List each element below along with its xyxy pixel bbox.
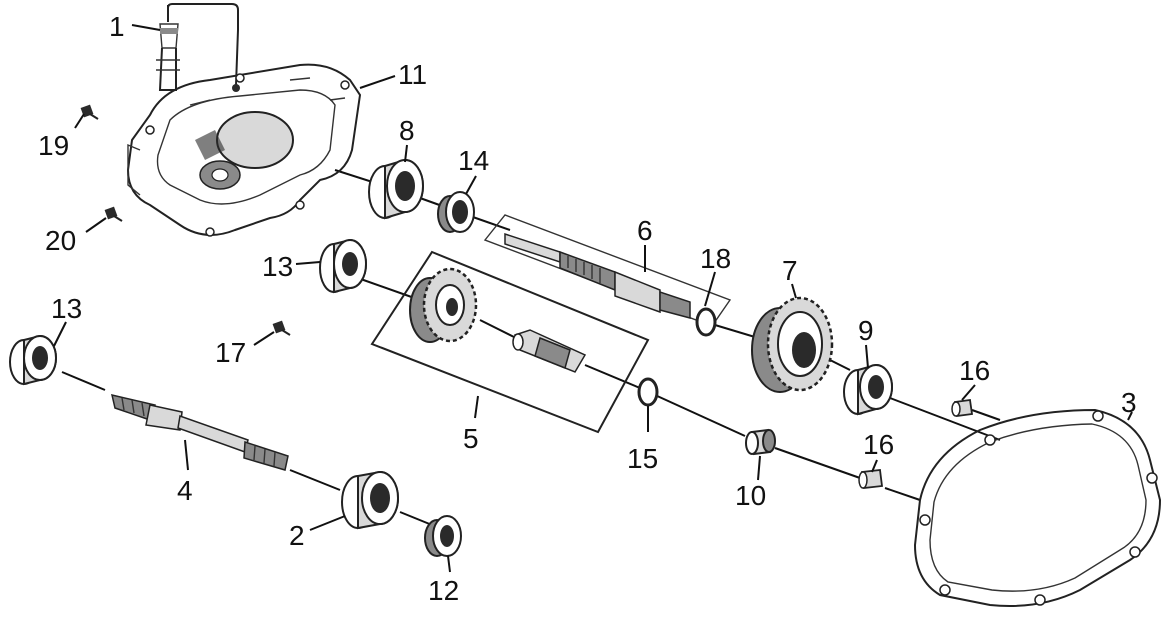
label-12: 12 — [428, 575, 459, 606]
part-20-bolt — [104, 206, 123, 222]
label-11: 11 — [398, 59, 427, 90]
part-5-intermediate-gear-assembly — [370, 250, 650, 434]
part-4-drive-shaft — [110, 393, 289, 471]
label-5: 5 — [463, 423, 479, 454]
part-1-speed-sensor — [156, 3, 240, 92]
axis-lines — [61, 5, 1001, 526]
part-2-bearing — [341, 470, 399, 530]
label-4: 4 — [177, 475, 193, 506]
leader-lines — [53, 24, 1133, 573]
part-14-oil-seal — [437, 191, 475, 233]
part-3-gasket — [913, 408, 1162, 607]
label-3: 3 — [1121, 387, 1137, 418]
label-17: 17 — [215, 337, 246, 368]
part-17-bolt — [272, 320, 291, 336]
label-14: 14 — [458, 145, 489, 176]
label-13-lower: 13 — [51, 293, 82, 324]
part-8-bearing — [368, 158, 424, 220]
part-15-washer — [637, 377, 659, 407]
label-1: 1 — [109, 11, 125, 42]
label-9: 9 — [858, 315, 874, 346]
part-11-transmission-cover — [126, 63, 362, 237]
label-10: 10 — [735, 480, 766, 511]
label-16-upper: 16 — [959, 355, 990, 386]
label-8: 8 — [399, 115, 415, 146]
part-18-circlip — [695, 307, 717, 337]
part-7-gear — [751, 296, 834, 393]
part-13-upper-bearing — [319, 238, 367, 294]
label-15: 15 — [627, 443, 658, 474]
label-18: 18 — [700, 243, 731, 274]
part-9-bearing — [843, 363, 893, 416]
part-6-output-shaft — [483, 214, 732, 327]
label-20: 20 — [45, 225, 76, 256]
part-16-dowel-pin-upper — [951, 398, 974, 418]
part-10-bushing — [745, 428, 776, 456]
label-6: 6 — [637, 215, 653, 246]
label-13-upper: 13 — [262, 251, 293, 282]
part-13-lower-bearing — [9, 334, 57, 386]
part-12-oil-seal — [424, 515, 462, 557]
label-7: 7 — [782, 255, 798, 286]
part-labels: 1 2 3 4 5 6 7 8 9 10 11 12 13 13 14 15 1… — [38, 11, 1137, 606]
label-2: 2 — [289, 520, 305, 551]
label-16-lower: 16 — [863, 429, 894, 460]
label-19: 19 — [38, 130, 69, 161]
part-16-dowel-pin-lower — [858, 469, 884, 489]
